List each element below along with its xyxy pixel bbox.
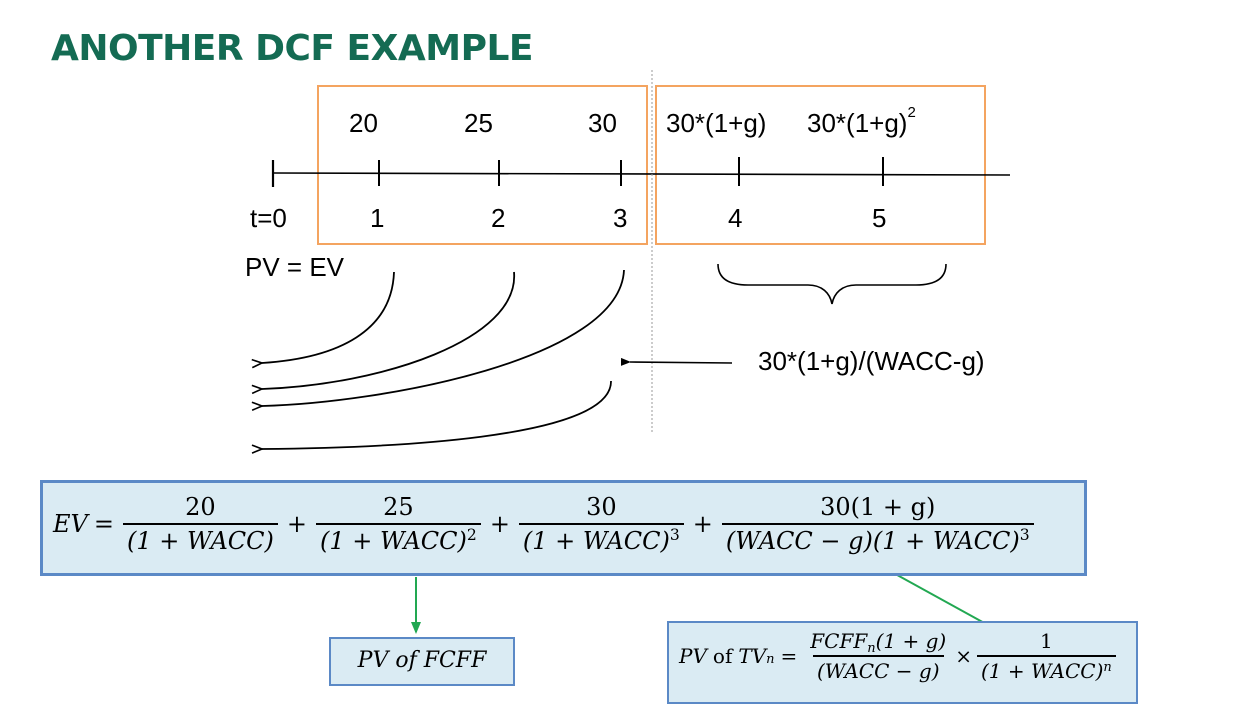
ev-term-2-numerator: 25 bbox=[383, 493, 414, 521]
cash-flow-2: 25 bbox=[464, 108, 493, 138]
period-2: 2 bbox=[491, 203, 506, 233]
ev-term-4: 30(1 + g) (WACC − g)(1 + WACC)3 bbox=[721, 493, 1034, 555]
pv-tv-frac2-den-text: (1 + WACC) bbox=[980, 659, 1104, 683]
pv-tv-lhs-tv: TV bbox=[738, 644, 767, 668]
ev-term-3-denominator: (1 + WACC)3 bbox=[518, 523, 684, 555]
terminal-value-label: 30*(1+g)/(WACC-g) bbox=[758, 346, 985, 376]
period-5: 5 bbox=[872, 203, 887, 233]
pv-tv-frac2-exponent: n bbox=[1103, 659, 1112, 675]
pv-tv-frac1-fcff: FCFF bbox=[810, 629, 868, 653]
period-4: 4 bbox=[728, 203, 743, 233]
ev-term-4-numerator: 30(1 + g) bbox=[820, 493, 936, 521]
terminal-period-box bbox=[655, 85, 986, 245]
timeline-axis bbox=[273, 172, 1011, 176]
discount-arrow-year-1 bbox=[262, 271, 395, 363]
ev-equals: = bbox=[93, 510, 114, 538]
ev-term-1-den-text: (1 + WACC) bbox=[126, 527, 274, 555]
pv-tv-fraction-1: FCFFn(1 + g) (WACC − g) bbox=[806, 629, 950, 683]
ev-term-4-exponent: 3 bbox=[1019, 526, 1030, 545]
ev-term-1: 20 (1 + WACC) bbox=[122, 493, 278, 555]
pv-tv-fraction-2: 1 (1 + WACC)n bbox=[976, 629, 1116, 683]
pv-tv-lhs-of: of bbox=[712, 644, 733, 668]
ev-term-3-den-text: (1 + WACC) bbox=[522, 527, 670, 555]
period-3: 3 bbox=[613, 203, 628, 233]
discount-arrow-year-3 bbox=[262, 269, 625, 406]
discount-arrow-year-2 bbox=[262, 271, 515, 389]
ev-formula: EV = 20 (1 + WACC) + 25 (1 + WACC)2 + 30… bbox=[53, 493, 1037, 555]
discount-arrow-terminal-value bbox=[262, 380, 612, 449]
ev-term-2: 25 (1 + WACC)2 bbox=[315, 493, 481, 555]
ev-term-2-den-text: (1 + WACC) bbox=[319, 527, 467, 555]
cash-flow-5: 30*(1+g)2 bbox=[807, 104, 916, 139]
pv-tv-frac1-tail: (1 + g) bbox=[875, 629, 947, 653]
pv-tv-lhs-pv: PV bbox=[679, 644, 707, 668]
ev-term-4-den-text: (WACC − g)(1 + WACC) bbox=[725, 527, 1020, 555]
ev-term-3-numerator: 30 bbox=[586, 493, 617, 521]
terminal-years-brace bbox=[717, 263, 947, 305]
ev-plus-3: + bbox=[692, 510, 713, 538]
ev-plus-1: + bbox=[286, 510, 307, 538]
ev-term-2-denominator: (1 + WACC)2 bbox=[315, 523, 481, 555]
slide-title: ANOTHER DCF EXAMPLE bbox=[51, 28, 534, 69]
ev-plus-2: + bbox=[489, 510, 510, 538]
ev-term-4-denominator: (WACC − g)(1 + WACC)3 bbox=[721, 523, 1034, 555]
cash-flow-5-exponent: 2 bbox=[907, 104, 916, 121]
period-0: t=0 bbox=[250, 203, 287, 233]
pv-fcff-text: PV of FCFF bbox=[357, 648, 487, 673]
pv-tv-frac1-sub: n bbox=[867, 640, 876, 656]
cash-flow-3: 30 bbox=[588, 108, 617, 138]
pv-fcff-box: PV of FCFF bbox=[329, 637, 515, 686]
pv-tv-frac2-denominator: (1 + WACC)n bbox=[976, 655, 1116, 683]
ev-formula-box: EV = 20 (1 + WACC) + 25 (1 + WACC)2 + 30… bbox=[40, 480, 1087, 576]
pv-tv-frac1-denominator: (WACC − g) bbox=[813, 655, 944, 683]
pv-tv-frac2-numerator: 1 bbox=[1040, 629, 1053, 653]
ev-term-1-denominator: (1 + WACC) bbox=[122, 523, 278, 555]
pv-tv-equals: = bbox=[780, 644, 798, 668]
pv-fcff-label: PV of FCFF bbox=[331, 648, 513, 673]
ev-term-3: 30 (1 + WACC)3 bbox=[518, 493, 684, 555]
ev-term-3-exponent: 3 bbox=[669, 526, 680, 545]
ev-term-1-numerator: 20 bbox=[185, 493, 216, 521]
terminal-value-arrow bbox=[620, 357, 733, 366]
pv-tv-lhs-sub: n bbox=[766, 652, 775, 668]
cash-flow-5-base: 30*(1+g) bbox=[807, 108, 908, 138]
pv-equals-ev-label: PV = EV bbox=[245, 252, 344, 282]
cash-flow-1: 20 bbox=[349, 108, 378, 138]
ev-term-2-exponent: 2 bbox=[466, 526, 477, 545]
ev-lhs: EV bbox=[53, 510, 88, 538]
explicit-period-box bbox=[317, 85, 648, 245]
cash-flow-4: 30*(1+g) bbox=[666, 108, 767, 138]
pv-tv-frac1-numerator: FCFFn(1 + g) bbox=[806, 629, 950, 656]
period-1: 1 bbox=[370, 203, 385, 233]
pv-tv-times: × bbox=[955, 644, 972, 668]
